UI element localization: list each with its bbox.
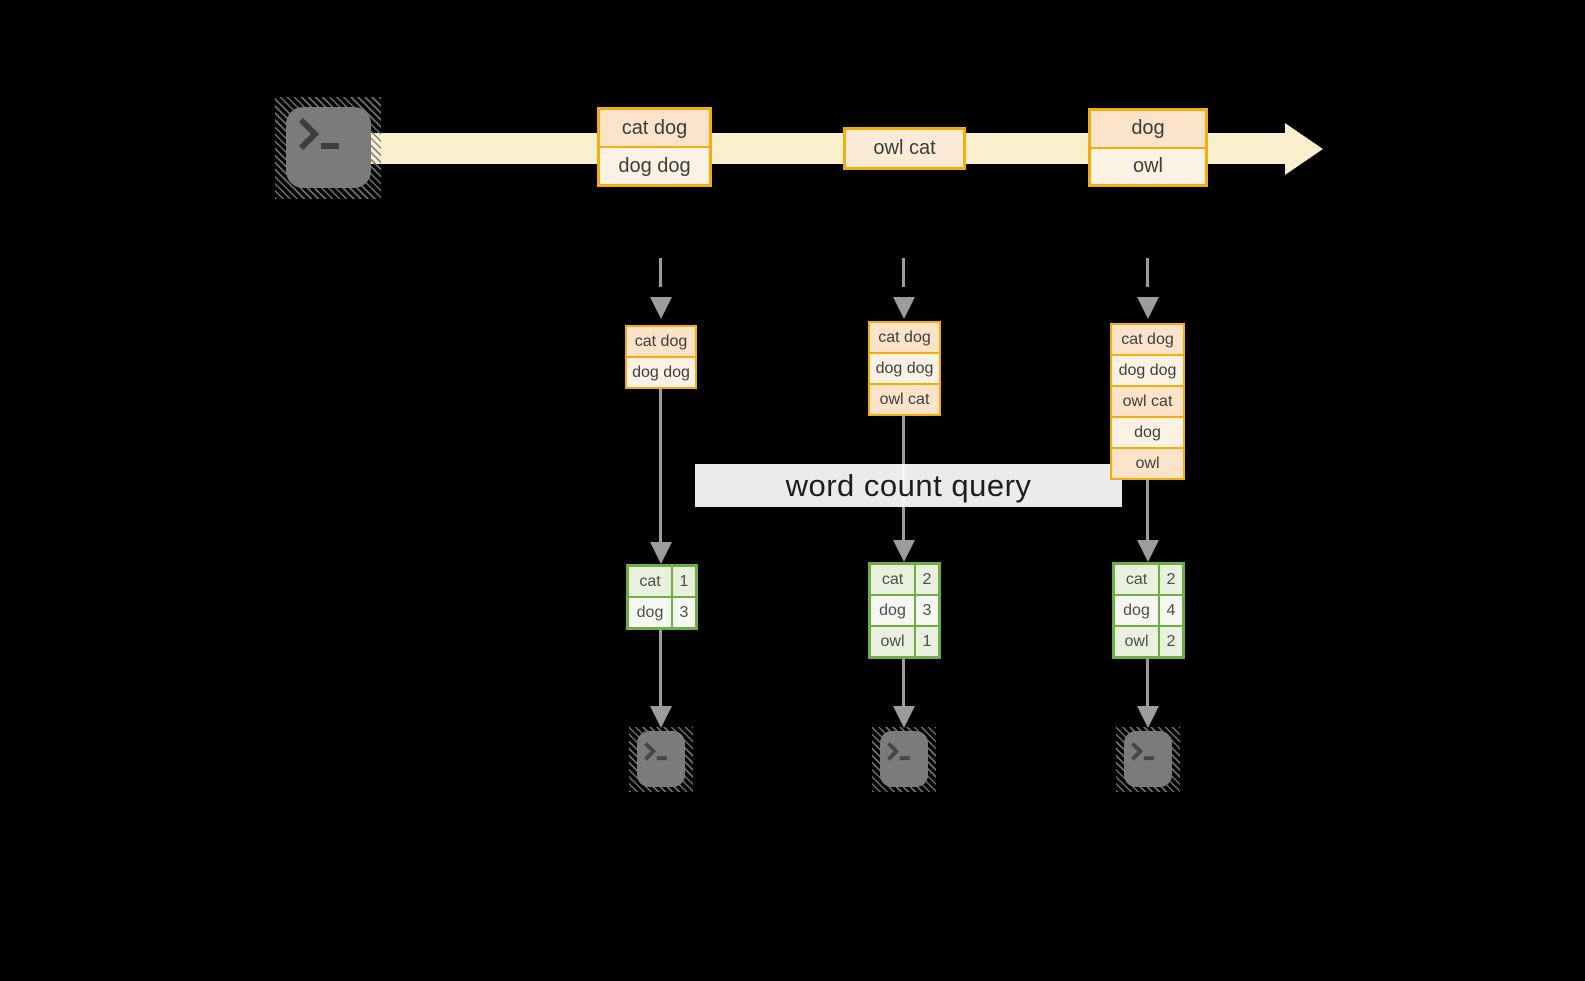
event-box-2: owl cat bbox=[843, 127, 966, 170]
table-row: dog 3 bbox=[629, 596, 695, 627]
state-row: owl bbox=[1112, 447, 1183, 478]
arrow-head-icon bbox=[893, 540, 915, 562]
word-cell: owl bbox=[871, 627, 914, 656]
count-cell: 2 bbox=[1158, 565, 1182, 594]
state-row: dog dog bbox=[1112, 354, 1183, 385]
count-cell: 4 bbox=[1158, 596, 1182, 625]
wordcount-table-1: cat 1 dog 3 bbox=[626, 564, 698, 630]
count-cell: 2 bbox=[1158, 627, 1182, 656]
event-row: dog dog bbox=[600, 146, 709, 184]
event-box-3: dog owl bbox=[1088, 108, 1208, 187]
event-box-1: cat dog dog dog bbox=[597, 107, 712, 187]
dashed-arrow-head-icon bbox=[893, 297, 915, 319]
dashed-arrow-head-icon bbox=[650, 297, 672, 319]
state-box-2: cat dog dog dog owl cat bbox=[868, 321, 941, 416]
word-cell: cat bbox=[629, 567, 671, 596]
terminal-sink-icon bbox=[1116, 727, 1180, 792]
word-cell: dog bbox=[1115, 596, 1158, 625]
wordcount-table-3: cat 2 dog 4 owl 2 bbox=[1112, 562, 1185, 659]
state-box-3: cat dog dog dog owl cat dog owl bbox=[1110, 323, 1185, 480]
terminal-sink-icon bbox=[629, 727, 693, 792]
state-row: owl cat bbox=[870, 383, 939, 414]
arrow-head-icon bbox=[650, 706, 672, 728]
dashed-arrow-line bbox=[659, 258, 662, 287]
terminal-prompt-icon bbox=[887, 742, 910, 761]
state-row: owl cat bbox=[1112, 385, 1183, 416]
word-cell: dog bbox=[871, 596, 914, 625]
stream-timeline-arrowhead-icon bbox=[1285, 123, 1323, 175]
table-row: dog 4 bbox=[1115, 594, 1182, 625]
event-row: owl cat bbox=[846, 130, 963, 167]
word-cell: cat bbox=[1115, 565, 1158, 594]
terminal-source-icon bbox=[275, 97, 381, 199]
word-cell: dog bbox=[629, 598, 671, 627]
table-row: dog 3 bbox=[871, 594, 938, 625]
state-row: cat dog bbox=[627, 327, 695, 356]
word-cell: owl bbox=[1115, 627, 1158, 656]
terminal-sink-icon bbox=[872, 727, 936, 792]
table-row: cat 2 bbox=[871, 565, 938, 594]
word-cell: cat bbox=[871, 565, 914, 594]
event-row: owl bbox=[1091, 146, 1205, 184]
terminal-prompt-icon bbox=[644, 742, 667, 761]
table-row: owl 1 bbox=[871, 625, 938, 656]
event-row: dog bbox=[1091, 111, 1205, 147]
dashed-arrow-line bbox=[902, 258, 905, 287]
arrow-line bbox=[659, 630, 662, 707]
query-label-band: word count query bbox=[695, 464, 1122, 507]
arrow-line bbox=[1146, 659, 1149, 707]
state-box-1: cat dog dog dog bbox=[625, 325, 697, 389]
wordcount-table-2: cat 2 dog 3 owl 1 bbox=[868, 562, 941, 659]
dashed-arrow-head-icon bbox=[1137, 297, 1159, 319]
terminal-prompt-icon bbox=[1131, 742, 1154, 761]
arrow-head-icon bbox=[1137, 706, 1159, 728]
state-row: cat dog bbox=[1112, 325, 1183, 354]
state-row: dog dog bbox=[870, 352, 939, 383]
arrow-line bbox=[659, 388, 662, 543]
arrow-line bbox=[1146, 479, 1149, 541]
state-row: dog dog bbox=[627, 356, 695, 387]
terminal-prompt-icon bbox=[298, 117, 339, 151]
arrow-head-icon bbox=[1137, 540, 1159, 562]
arrow-head-icon bbox=[893, 706, 915, 728]
arrow-head-icon bbox=[650, 542, 672, 564]
count-cell: 1 bbox=[914, 627, 938, 656]
count-cell: 3 bbox=[671, 598, 695, 627]
arrow-line bbox=[902, 659, 905, 707]
count-cell: 1 bbox=[671, 567, 695, 596]
dashed-arrow-line bbox=[1146, 258, 1149, 287]
table-row: cat 1 bbox=[629, 567, 695, 596]
state-row: dog bbox=[1112, 416, 1183, 447]
event-row: cat dog bbox=[600, 110, 709, 146]
table-row: owl 2 bbox=[1115, 625, 1182, 656]
state-row: cat dog bbox=[870, 323, 939, 352]
query-label: word count query bbox=[785, 467, 1032, 503]
count-cell: 3 bbox=[914, 596, 938, 625]
table-row: cat 2 bbox=[1115, 565, 1182, 594]
count-cell: 2 bbox=[914, 565, 938, 594]
